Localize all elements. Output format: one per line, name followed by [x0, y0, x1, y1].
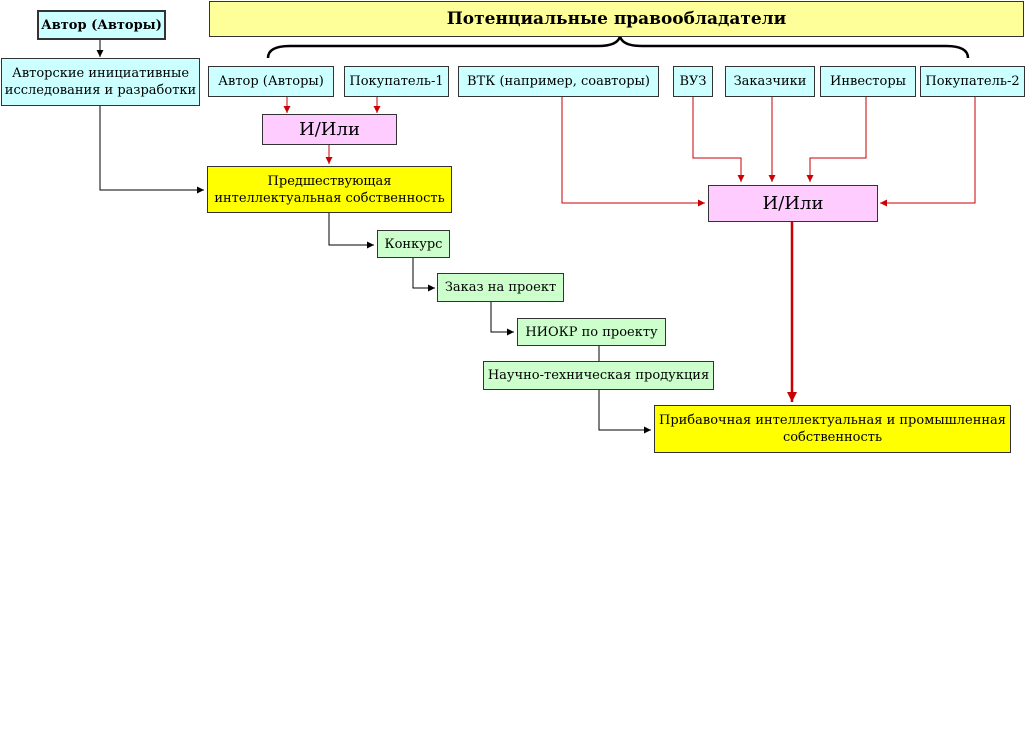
holder-customers-box: Заказчики	[725, 66, 815, 97]
holder-investors-box: Инвесторы	[820, 66, 916, 97]
arrow-buyer2-to-or	[880, 97, 976, 207]
prior-ip-box: Предшествующая интеллектуальная собствен…	[207, 166, 452, 213]
niokr-box: НИОКР по проекту	[517, 318, 666, 346]
or-left-box: И/Или	[262, 114, 397, 145]
initiative-research-box: Авторские инициативные исследования и ра…	[1, 58, 200, 106]
arrow-product-to-added-ip	[598, 390, 651, 434]
title-brace	[266, 35, 970, 59]
diagram-title-text: Потенциальные правообладатели	[446, 9, 787, 29]
arrow-order-to-niokr	[490, 302, 514, 336]
holder-buyer2-box: Покупатель-2	[920, 66, 1025, 97]
holder-vtk-box: ВТК (например, соавторы)	[458, 66, 659, 97]
arrow-prior-ip-to-contest	[328, 213, 374, 249]
diagram-title: Потенциальные правообладатели	[209, 1, 1024, 37]
arrow-investors-to-or	[806, 97, 867, 182]
holder-author-box: Автор (Авторы)	[208, 66, 334, 97]
arrow-vtk-to-or	[561, 97, 705, 207]
arrow-vuz-to-or	[692, 97, 745, 182]
arrow-contest-to-order	[412, 258, 435, 292]
order-box: Заказ на проект	[437, 273, 564, 302]
added-ip-box: Прибавочная интеллектуальная и промышлен…	[654, 405, 1011, 453]
arrow-initiative-to-prior-ip	[99, 106, 204, 194]
holder-buyer1-box: Покупатель-1	[344, 66, 449, 97]
author-top-box: Автор (Авторы)	[37, 10, 166, 40]
contest-box: Конкурс	[377, 230, 450, 258]
holder-vuz-box: ВУЗ	[673, 66, 713, 97]
product-box: Научно-техническая продукция	[483, 361, 714, 390]
or-right-box: И/Или	[708, 185, 878, 222]
